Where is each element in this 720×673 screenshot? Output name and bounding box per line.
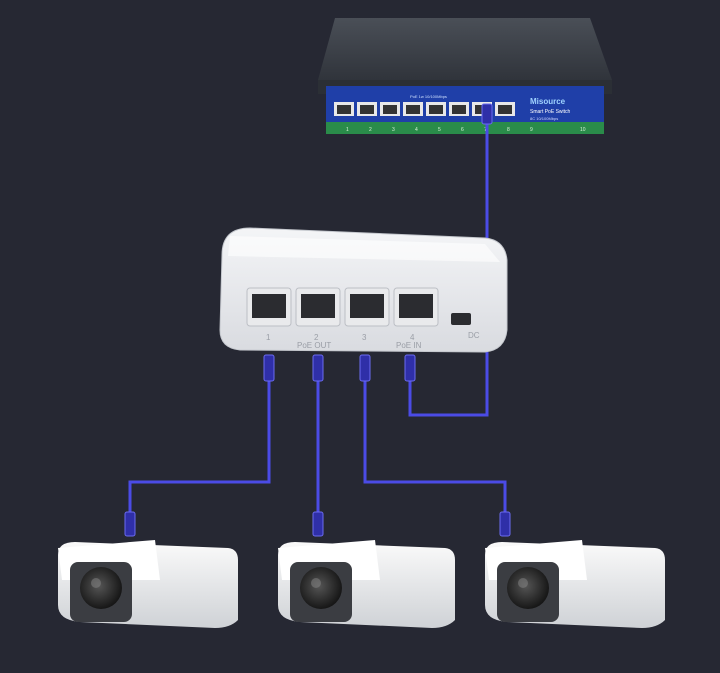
camera-1 xyxy=(58,540,238,628)
switch-port-number: 4 xyxy=(415,127,418,133)
extender-port-number: 1 xyxy=(266,333,271,342)
switch-port-number: 1 xyxy=(346,127,349,133)
camera-lens-icon xyxy=(507,567,549,609)
poe-switch: PoE 1w 10/100Mbps Misource Smart PoE Swi… xyxy=(318,18,612,134)
switch-port-number: 10 xyxy=(580,127,586,133)
switch-port-number: 6 xyxy=(461,127,464,133)
camera-lens-icon xyxy=(300,567,342,609)
switch-header-label: PoE 1w 10/100Mbps xyxy=(410,94,447,99)
extender-label-poe-in: PoE IN xyxy=(396,341,422,350)
switch-port-number: 5 xyxy=(438,127,441,133)
camera-3 xyxy=(485,540,665,628)
extender-port-number: 2 xyxy=(314,333,319,342)
extender-ports xyxy=(246,287,471,327)
switch-label-stripe xyxy=(326,122,604,134)
cable-extender-to-camera-1 xyxy=(128,368,271,520)
camera-2 xyxy=(278,540,455,628)
switch-port-number: 2 xyxy=(369,127,372,133)
switch-model: Smart PoE Switch xyxy=(530,109,571,115)
camera-lens-icon xyxy=(80,567,122,609)
extender-port-number: 4 xyxy=(410,333,415,342)
switch-brand: Misource xyxy=(530,97,566,106)
switch-port-number: 8 xyxy=(507,127,510,133)
cable-connectors xyxy=(124,103,511,537)
switch-spec: 8C 10/100Mbps xyxy=(530,116,558,121)
switch-port-number: 3 xyxy=(392,127,395,133)
switch-top-panel xyxy=(318,18,612,80)
extender-port-number: 3 xyxy=(362,333,367,342)
switch-port-number: 9 xyxy=(530,127,533,133)
extender-label-dc: DC xyxy=(468,331,480,340)
poe-extender: 1 2 3 4 PoE OUT PoE IN DC xyxy=(219,227,508,353)
cable-extender-to-camera-3 xyxy=(363,368,507,520)
extender-label-poe-out: PoE OUT xyxy=(297,341,331,350)
